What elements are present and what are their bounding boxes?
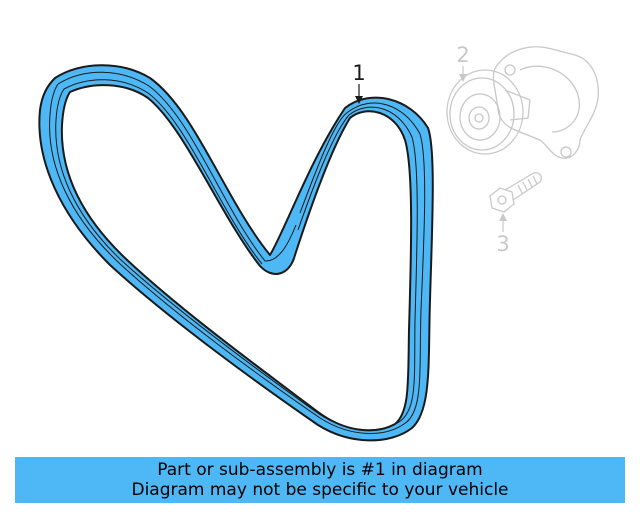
parts-diagram: 1 2 3 [38,43,599,442]
bolt-shank [504,172,542,201]
pulley-inner [459,93,501,141]
pulley-outer [446,69,524,155]
belt-rib-outer [49,71,426,434]
callout-2-arrowhead [459,74,467,82]
bolt-threads [517,175,538,194]
bolt-head [489,187,515,213]
callout-3-label: 3 [496,232,509,256]
drive-belt[interactable] [38,64,434,442]
tensioner-arm [504,89,531,121]
banner-line-1: Part or sub-assembly is #1 in diagram [157,460,483,480]
pulley-bolt [474,113,484,123]
tensioner-bracket [492,46,599,159]
banner-line-2: Diagram may not be specific to your vehi… [131,480,509,500]
belt-body [38,64,434,442]
callout-2-label: 2 [456,43,469,67]
bolt-head-center [497,195,507,205]
bracket-hole-top [504,64,516,76]
callout-1-label: 1 [352,61,365,85]
belt-rib-inner [55,79,418,431]
tensioner-body [519,65,580,133]
callout-3[interactable]: 3 [496,213,510,256]
pulley-rim [449,77,515,151]
bracket-hole-bottom [560,146,572,158]
callout-2[interactable]: 2 [456,43,470,82]
info-banner: Part or sub-assembly is #1 in diagram Di… [15,457,625,503]
tensioner-assembly[interactable] [446,46,599,159]
bolt[interactable] [489,172,542,213]
pulley-hub [468,106,490,130]
callout-1-arrowhead [355,96,363,104]
callout-3-arrowhead [499,213,507,221]
callout-1[interactable]: 1 [352,61,366,104]
